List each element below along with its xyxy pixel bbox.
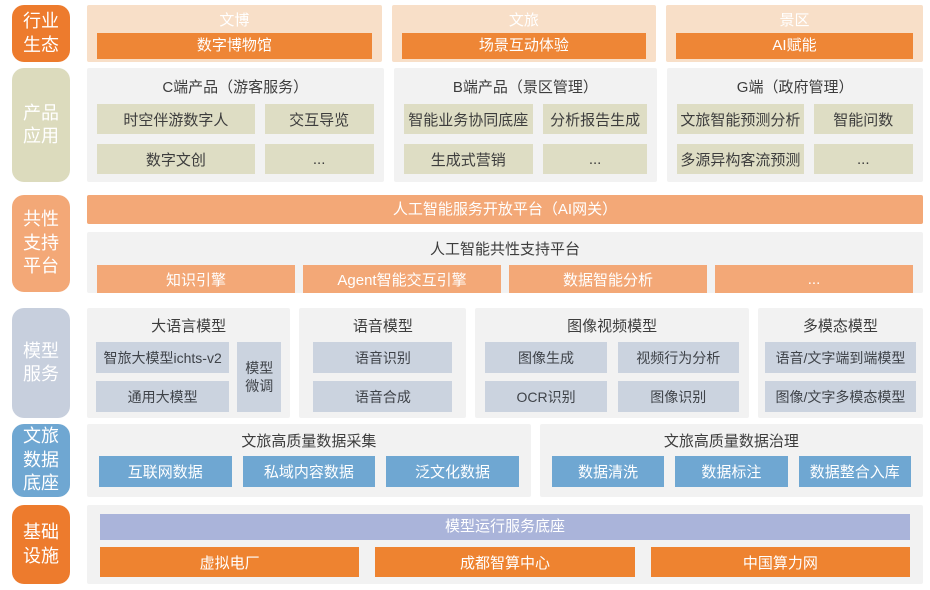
models-panel-llm: 大语言模型 智旅大模型ichts-v2 通用大模型 模型 微调 bbox=[87, 308, 291, 418]
product-box: 智能业务协同底座 bbox=[403, 104, 533, 134]
models-panel-title: 大语言模型 bbox=[151, 318, 227, 335]
industry-column-title: 文旅 bbox=[508, 12, 539, 29]
row-label-product-application: 产品 应用 bbox=[12, 68, 70, 182]
product-box-ellipsis: ... bbox=[542, 144, 648, 174]
data-box: 泛文化数据 bbox=[386, 456, 519, 487]
platform-box: Agent智能交互引擎 bbox=[303, 265, 501, 293]
infrastructure-box: 成都智算中心 bbox=[375, 547, 635, 577]
models-panel-title: 图像视频模型 bbox=[567, 318, 658, 335]
platform-box: 知识引擎 bbox=[97, 265, 295, 293]
products-grid: 智能业务协同底座 分析报告生成 生成式营销 ... bbox=[394, 104, 658, 174]
products-panel-c: C端产品（游客服务） 时空伴游数字人 交互导览 数字文创 ... bbox=[87, 68, 384, 182]
product-box: 智能问数 bbox=[813, 104, 913, 134]
row-industry-ecosystem: 行业 生态 文博 数字博物馆 文旅 场景互动体验 景区 AI赋能 bbox=[12, 5, 923, 62]
industry-column-jingqu: 景区 AI赋能 bbox=[666, 5, 923, 62]
platform-panel-title: 人工智能共性支持平台 bbox=[429, 241, 580, 258]
model-box: 语音合成 bbox=[313, 381, 453, 412]
row-label-data-foundation: 文旅 数据 底座 bbox=[12, 424, 70, 497]
products-grid: 文旅智能预测分析 智能问数 多源异构客流预测 ... bbox=[667, 104, 923, 174]
llm-body: 智旅大模型ichts-v2 通用大模型 模型 微调 bbox=[87, 342, 290, 418]
vision-body: 图像生成 视频行为分析 OCR识别 图像识别 bbox=[475, 342, 748, 418]
model-finetune-box: 模型 微调 bbox=[237, 342, 282, 412]
multimodal-body: 语音/文字端到端模型 图像/文字多模态模型 bbox=[758, 342, 923, 418]
products-panel-title: C端产品（游客服务） bbox=[162, 79, 309, 96]
industry-column-wenbo: 文博 数字博物馆 bbox=[87, 5, 382, 62]
models-panel-multimodal: 多模态模型 语音/文字端到端模型 图像/文字多模态模型 bbox=[757, 308, 923, 418]
data-box: 数据整合入库 bbox=[798, 456, 911, 487]
infrastructure-panel: 模型运行服务底座 虚拟电厂 成都智算中心 中国算力网 bbox=[87, 505, 923, 584]
models-content: 大语言模型 智旅大模型ichts-v2 通用大模型 模型 微调 语音模型 语音识… bbox=[87, 308, 923, 418]
industry-column-wenlv: 文旅 场景互动体验 bbox=[391, 5, 657, 62]
products-content: C端产品（游客服务） 时空伴游数字人 交互导览 数字文创 ... B端产品（景区… bbox=[87, 68, 923, 182]
model-box: 智旅大模型ichts-v2 bbox=[96, 342, 230, 373]
row-data-foundation: 文旅 数据 底座 文旅高质量数据采集 互联网数据 私域内容数据 泛文化数据 文旅… bbox=[12, 424, 923, 497]
products-panel-title: G端（政府管理） bbox=[736, 79, 854, 96]
product-box: 文旅智能预测分析 bbox=[677, 104, 804, 134]
industry-content: 文博 数字博物馆 文旅 场景互动体验 景区 AI赋能 bbox=[87, 5, 923, 62]
data-box: 数据清洗 bbox=[551, 456, 665, 487]
model-box: 通用大模型 bbox=[96, 381, 230, 412]
row-model-services: 模型 服务 大语言模型 智旅大模型ichts-v2 通用大模型 模型 微调 语音… bbox=[12, 308, 923, 418]
data-box: 数据标注 bbox=[675, 456, 788, 487]
row-label-industry-ecosystem: 行业 生态 bbox=[12, 5, 70, 62]
ai-gateway-bar: 人工智能服务开放平台（AI网关） bbox=[87, 195, 923, 224]
industry-column-bar: 场景互动体验 bbox=[401, 33, 647, 59]
platform-engines-row: 知识引擎 Agent智能交互引擎 数据智能分析 ... bbox=[87, 265, 923, 293]
model-box: OCR识别 bbox=[485, 381, 607, 412]
data-panel-title: 文旅高质量数据采集 bbox=[241, 433, 377, 450]
data-collection-row: 互联网数据 私域内容数据 泛文化数据 bbox=[87, 456, 531, 487]
row-label-common-support-platform: 共性 支持 平台 bbox=[12, 195, 70, 292]
products-grid: 时空伴游数字人 交互导览 数字文创 ... bbox=[87, 104, 384, 174]
industry-column-title: 文博 bbox=[219, 12, 250, 29]
data-governance-row: 数据清洗 数据标注 数据整合入库 bbox=[540, 456, 923, 487]
models-panel-speech: 语音模型 语音识别 语音合成 bbox=[299, 308, 467, 418]
model-runtime-bar: 模型运行服务底座 bbox=[100, 514, 910, 540]
speech-body: 语音识别 语音合成 bbox=[299, 342, 466, 418]
product-box: 时空伴游数字人 bbox=[97, 104, 255, 134]
product-box: 生成式营销 bbox=[403, 144, 533, 174]
model-box: 图像/文字多模态模型 bbox=[764, 381, 916, 412]
row-label-model-services: 模型 服务 bbox=[12, 308, 70, 418]
row-label-infrastructure: 基础 设施 bbox=[12, 505, 70, 584]
models-panel-vision: 图像视频模型 图像生成 视频行为分析 OCR识别 图像识别 bbox=[475, 308, 749, 418]
products-panel-b: B端产品（景区管理） 智能业务协同底座 分析报告生成 生成式营销 ... bbox=[393, 68, 658, 182]
model-box: 图像生成 bbox=[485, 342, 607, 373]
product-box-ellipsis: ... bbox=[264, 144, 374, 174]
industry-column-bar: AI赋能 bbox=[676, 33, 913, 59]
model-box: 语音识别 bbox=[313, 342, 453, 373]
data-panel-title: 文旅高质量数据治理 bbox=[663, 433, 799, 450]
data-governance-panel: 文旅高质量数据治理 数据清洗 数据标注 数据整合入库 bbox=[539, 424, 923, 497]
product-box: 多源异构客流预测 bbox=[677, 144, 804, 174]
data-foundation-content: 文旅高质量数据采集 互联网数据 私域内容数据 泛文化数据 文旅高质量数据治理 数… bbox=[87, 424, 923, 497]
models-panel-title: 多模态模型 bbox=[802, 318, 878, 335]
model-box: 图像识别 bbox=[617, 381, 739, 412]
products-panel-title: B端产品（景区管理） bbox=[452, 79, 598, 96]
industry-column-title: 景区 bbox=[779, 12, 810, 29]
product-box: 数字文创 bbox=[97, 144, 255, 174]
row-common-support-platform: 共性 支持 平台 人工智能服务开放平台（AI网关） 人工智能共性支持平台 知识引… bbox=[12, 195, 923, 293]
model-box: 语音/文字端到端模型 bbox=[764, 342, 916, 373]
infrastructure-box: 中国算力网 bbox=[650, 547, 910, 577]
industry-column-bar: 数字博物馆 bbox=[97, 33, 372, 59]
infrastructure-box: 虚拟电厂 bbox=[100, 547, 360, 577]
row-infrastructure: 基础 设施 模型运行服务底座 虚拟电厂 成都智算中心 中国算力网 bbox=[12, 505, 923, 584]
data-box: 互联网数据 bbox=[99, 456, 232, 487]
models-panel-title: 语音模型 bbox=[352, 318, 413, 335]
infrastructure-row: 虚拟电厂 成都智算中心 中国算力网 bbox=[100, 547, 910, 577]
data-collection-panel: 文旅高质量数据采集 互联网数据 私域内容数据 泛文化数据 bbox=[87, 424, 531, 497]
product-box: 分析报告生成 bbox=[542, 104, 648, 134]
platform-box-ellipsis: ... bbox=[715, 265, 913, 293]
product-box-ellipsis: ... bbox=[813, 144, 913, 174]
infrastructure-content: 模型运行服务底座 虚拟电厂 成都智算中心 中国算力网 bbox=[87, 505, 923, 584]
products-panel-g: G端（政府管理） 文旅智能预测分析 智能问数 多源异构客流预测 ... bbox=[667, 68, 923, 182]
model-box: 视频行为分析 bbox=[617, 342, 739, 373]
data-box: 私域内容数据 bbox=[242, 456, 376, 487]
platform-content: 人工智能服务开放平台（AI网关） 人工智能共性支持平台 知识引擎 Agent智能… bbox=[87, 195, 923, 293]
row-product-application: 产品 应用 C端产品（游客服务） 时空伴游数字人 交互导览 数字文创 ... B… bbox=[12, 68, 923, 182]
platform-box: 数据智能分析 bbox=[509, 265, 707, 293]
platform-panel: 人工智能共性支持平台 知识引擎 Agent智能交互引擎 数据智能分析 ... bbox=[87, 232, 923, 293]
product-box: 交互导览 bbox=[264, 104, 374, 134]
